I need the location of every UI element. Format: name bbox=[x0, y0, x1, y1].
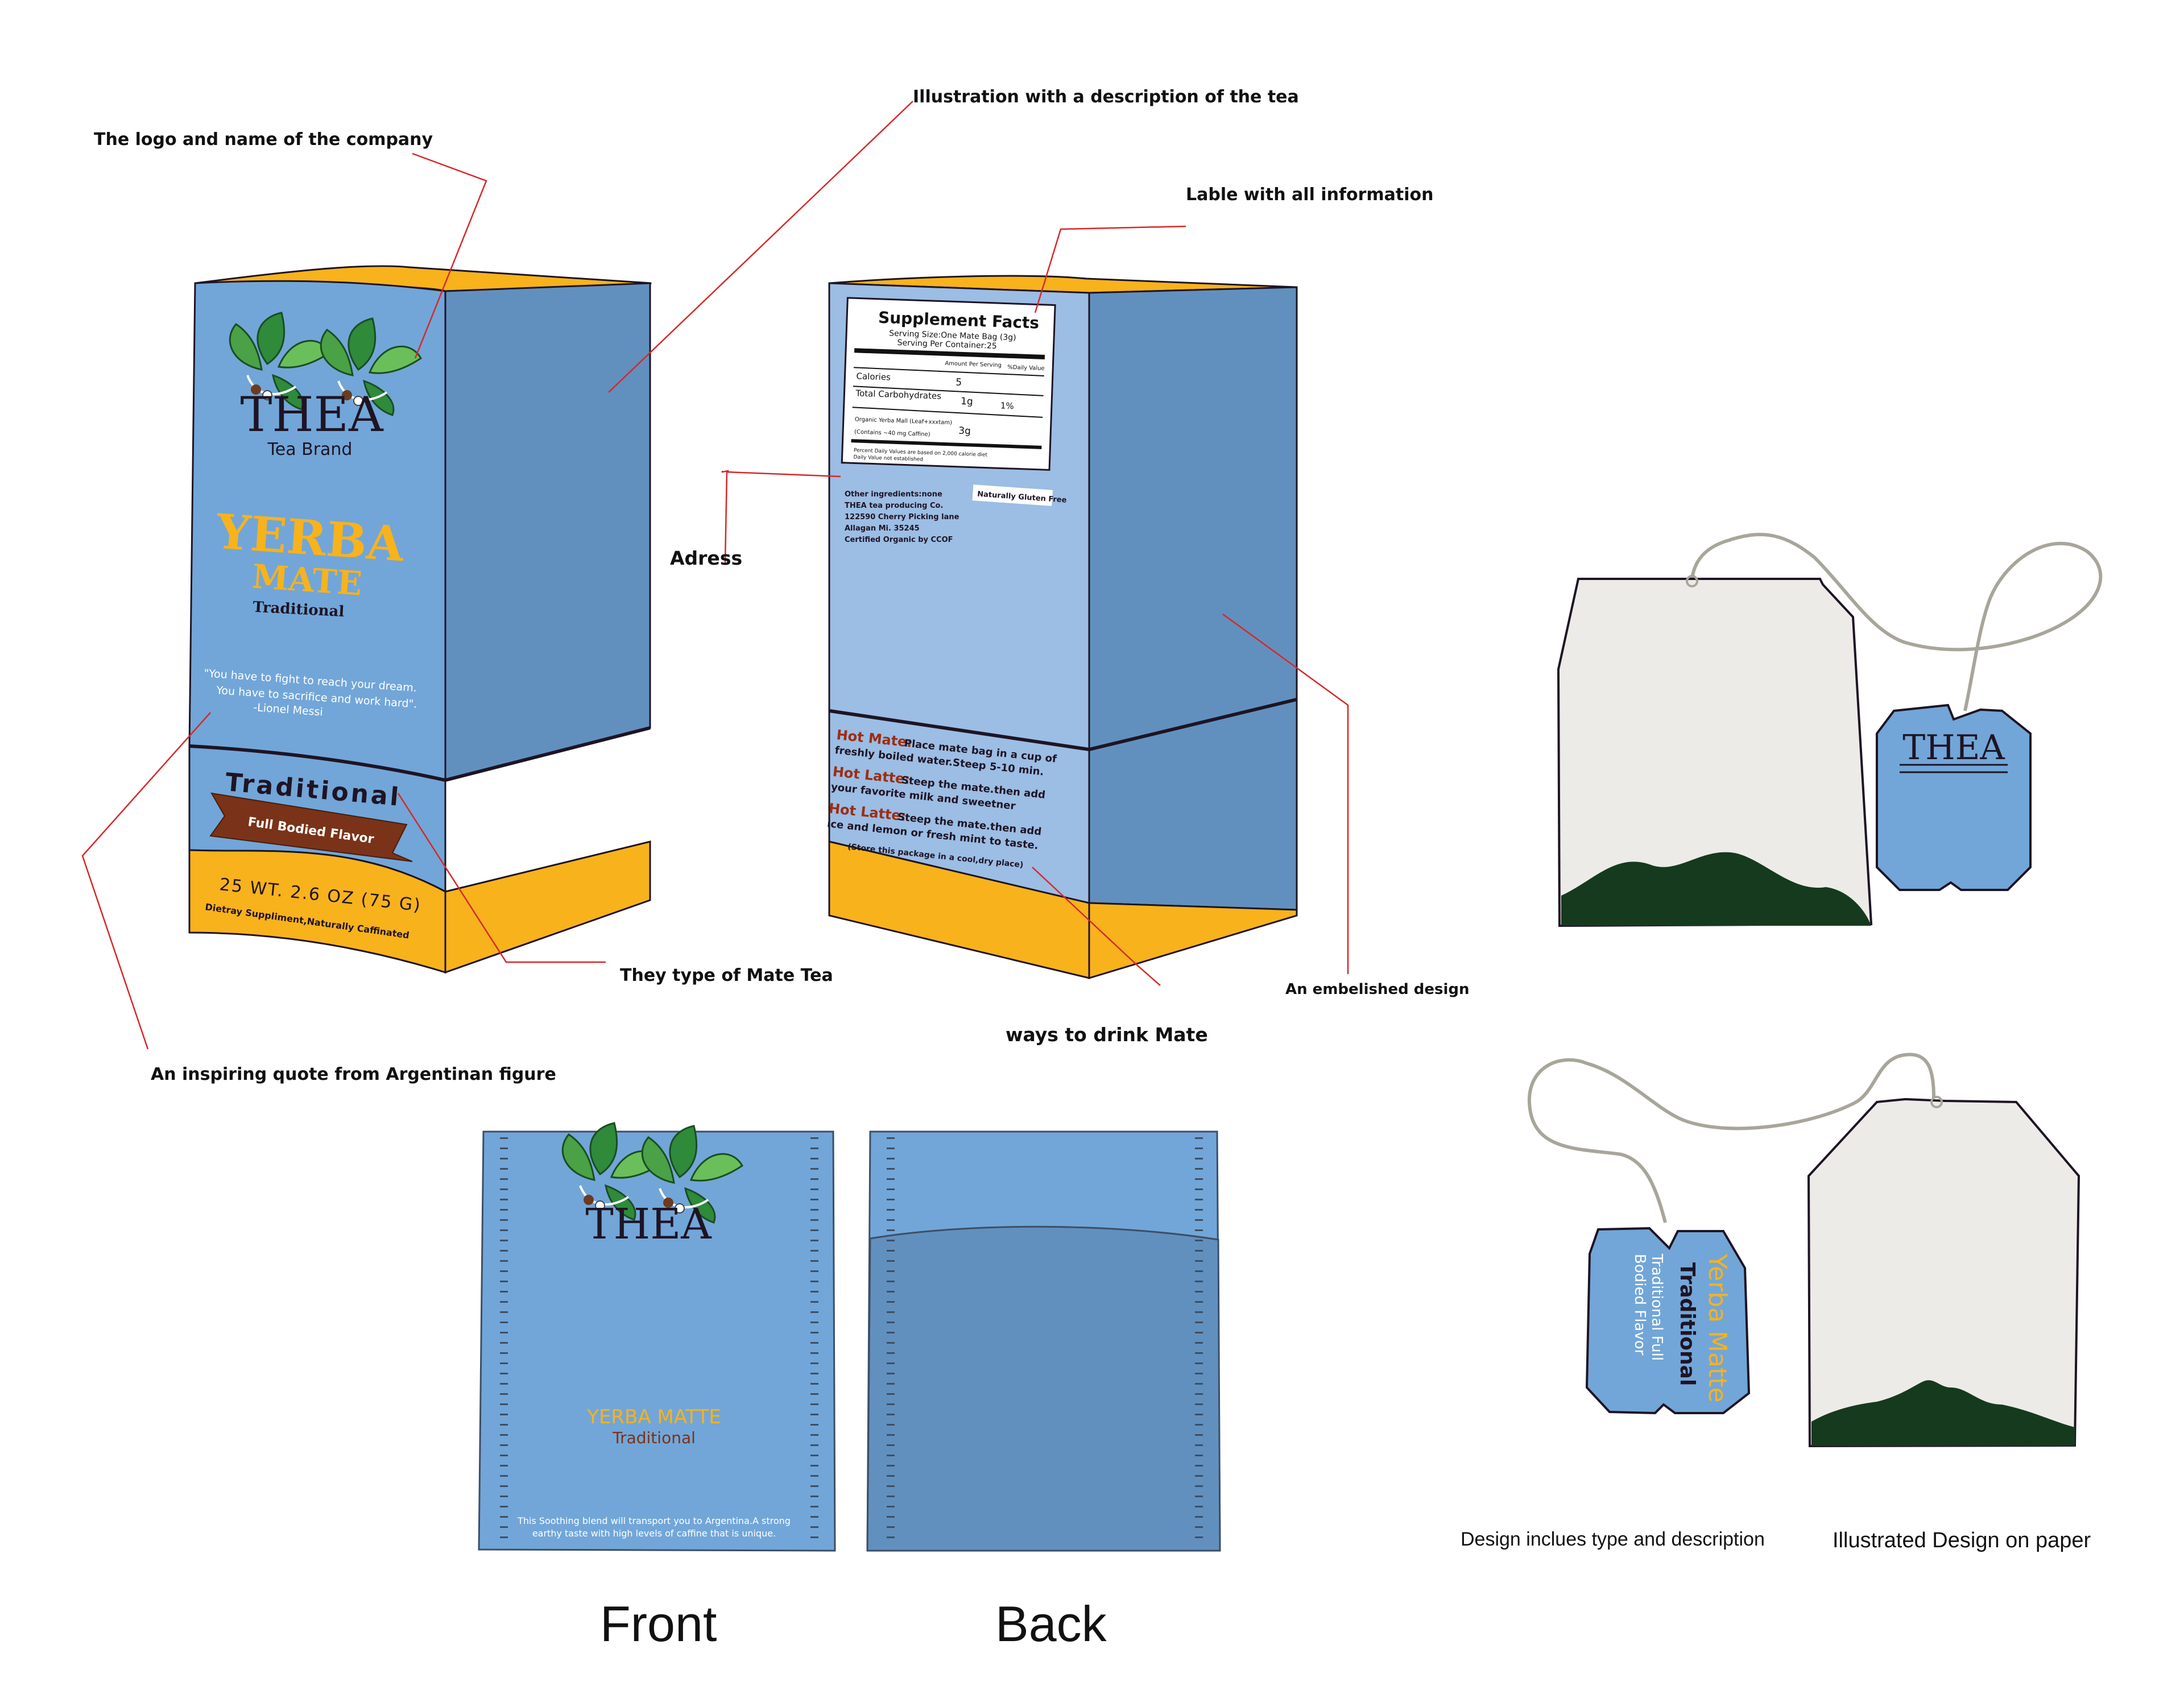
tag-bottom-line4: Bodied Flavor bbox=[1631, 1254, 1648, 1356]
facts-footnote-2: Daily Value not established bbox=[853, 454, 923, 462]
annotation-quote: An inspiring quote from Argentinan figur… bbox=[151, 1064, 556, 1084]
front-box-yerba: YERBA bbox=[214, 503, 407, 573]
tea-tag-top: THEA bbox=[1876, 703, 2032, 891]
tag-bottom-line3: Traditional Full bbox=[1648, 1253, 1665, 1361]
caption-tag-design: Design inclues type and description bbox=[1461, 1529, 1765, 1550]
svg-text:Allagan Mi. 35245: Allagan Mi. 35245 bbox=[845, 524, 920, 533]
annotation-illustration: Illustration with a description of the t… bbox=[913, 87, 1299, 107]
facts-carbs-label: Total Carbohydrates bbox=[855, 388, 941, 401]
annotation-address: Adress bbox=[670, 547, 743, 569]
front-box-brand-sub: Tea Brand bbox=[267, 440, 353, 459]
svg-text:Certified Organic by CCOF: Certified Organic by CCOF bbox=[845, 536, 953, 544]
svg-text:THEA tea producing Co.: THEA tea producing Co. bbox=[845, 502, 943, 510]
sachet-brand: THEA bbox=[585, 1200, 712, 1249]
caption-front: Front bbox=[600, 1596, 717, 1652]
facts-calories-label: Calories bbox=[856, 371, 891, 382]
caption-bag-design: Illustrated Design on paper bbox=[1833, 1529, 2091, 1552]
svg-text:Other ingredients:none: Other ingredients:none bbox=[845, 490, 942, 499]
front-sachet: THEA YERBA MATTE Traditional This Soothi… bbox=[478, 1122, 836, 1552]
sachet-desc-1: This Soothing blend will transport you t… bbox=[517, 1515, 791, 1526]
facts-calories-value: 5 bbox=[956, 377, 962, 388]
annotation-lines bbox=[81, 101, 1349, 1050]
facts-carbs-pct: 1% bbox=[1000, 400, 1014, 411]
front-box: THEA Tea Brand YERBA MATE Traditional "Y… bbox=[188, 265, 652, 974]
facts-serving-size: Serving Size:One Mate Bag (3g) bbox=[889, 329, 1016, 342]
svg-text:122590 Cherry Picking lane: 122590 Cherry Picking lane bbox=[845, 513, 959, 521]
tea-bag-top bbox=[1557, 533, 2103, 927]
facts-herb-sub: (Contains ~40 mg Caffine) bbox=[854, 429, 930, 438]
front-box-brand: THEA bbox=[240, 387, 384, 442]
annotation-embellished: An embelished design bbox=[1285, 981, 1470, 998]
tag-bottom-line2: Traditional bbox=[1676, 1262, 1699, 1386]
back-sachet bbox=[866, 1130, 1221, 1552]
front-box-mate: MATE bbox=[251, 557, 363, 603]
facts-daily-header: %Daily Value bbox=[1007, 364, 1045, 372]
annotation-label: Lable with all information bbox=[1186, 185, 1434, 205]
sachet-desc-2: earthy taste with high levels of caffine… bbox=[532, 1528, 776, 1539]
annotation-logo: The logo and name of the company bbox=[94, 130, 433, 150]
facts-amount-header: Amount Per Serving bbox=[945, 361, 1002, 368]
address-block: Other ingredients:none THEA tea producin… bbox=[845, 490, 959, 544]
supplement-facts-label: Supplement Facts Serving Size:One Mate B… bbox=[841, 297, 1056, 471]
sachet-product: YERBA MATTE bbox=[586, 1406, 721, 1428]
tag-top-brand: THEA bbox=[1902, 728, 2005, 768]
annotation-ways: ways to drink Mate bbox=[1006, 1024, 1208, 1046]
caption-back: Back bbox=[995, 1596, 1107, 1652]
tea-tag-bottom: Yerba Matte Traditional Traditional Full… bbox=[1585, 1227, 1751, 1415]
facts-servings: Serving Per Container:25 bbox=[897, 338, 997, 351]
facts-carbs-value: 1g bbox=[961, 396, 973, 408]
flavor-ribbon: Full Bodied Flavor bbox=[209, 792, 413, 862]
annotation-type: They type of Mate Tea bbox=[620, 966, 833, 985]
tea-bag-bottom bbox=[1527, 1053, 2080, 1448]
back-box: Supplement Facts Serving Size:One Mate B… bbox=[826, 275, 1298, 980]
facts-herb-value: 3g bbox=[958, 425, 971, 437]
tag-bottom-line1: Yerba Matte bbox=[1703, 1253, 1732, 1403]
sachet-subtitle: Traditional bbox=[612, 1428, 696, 1447]
